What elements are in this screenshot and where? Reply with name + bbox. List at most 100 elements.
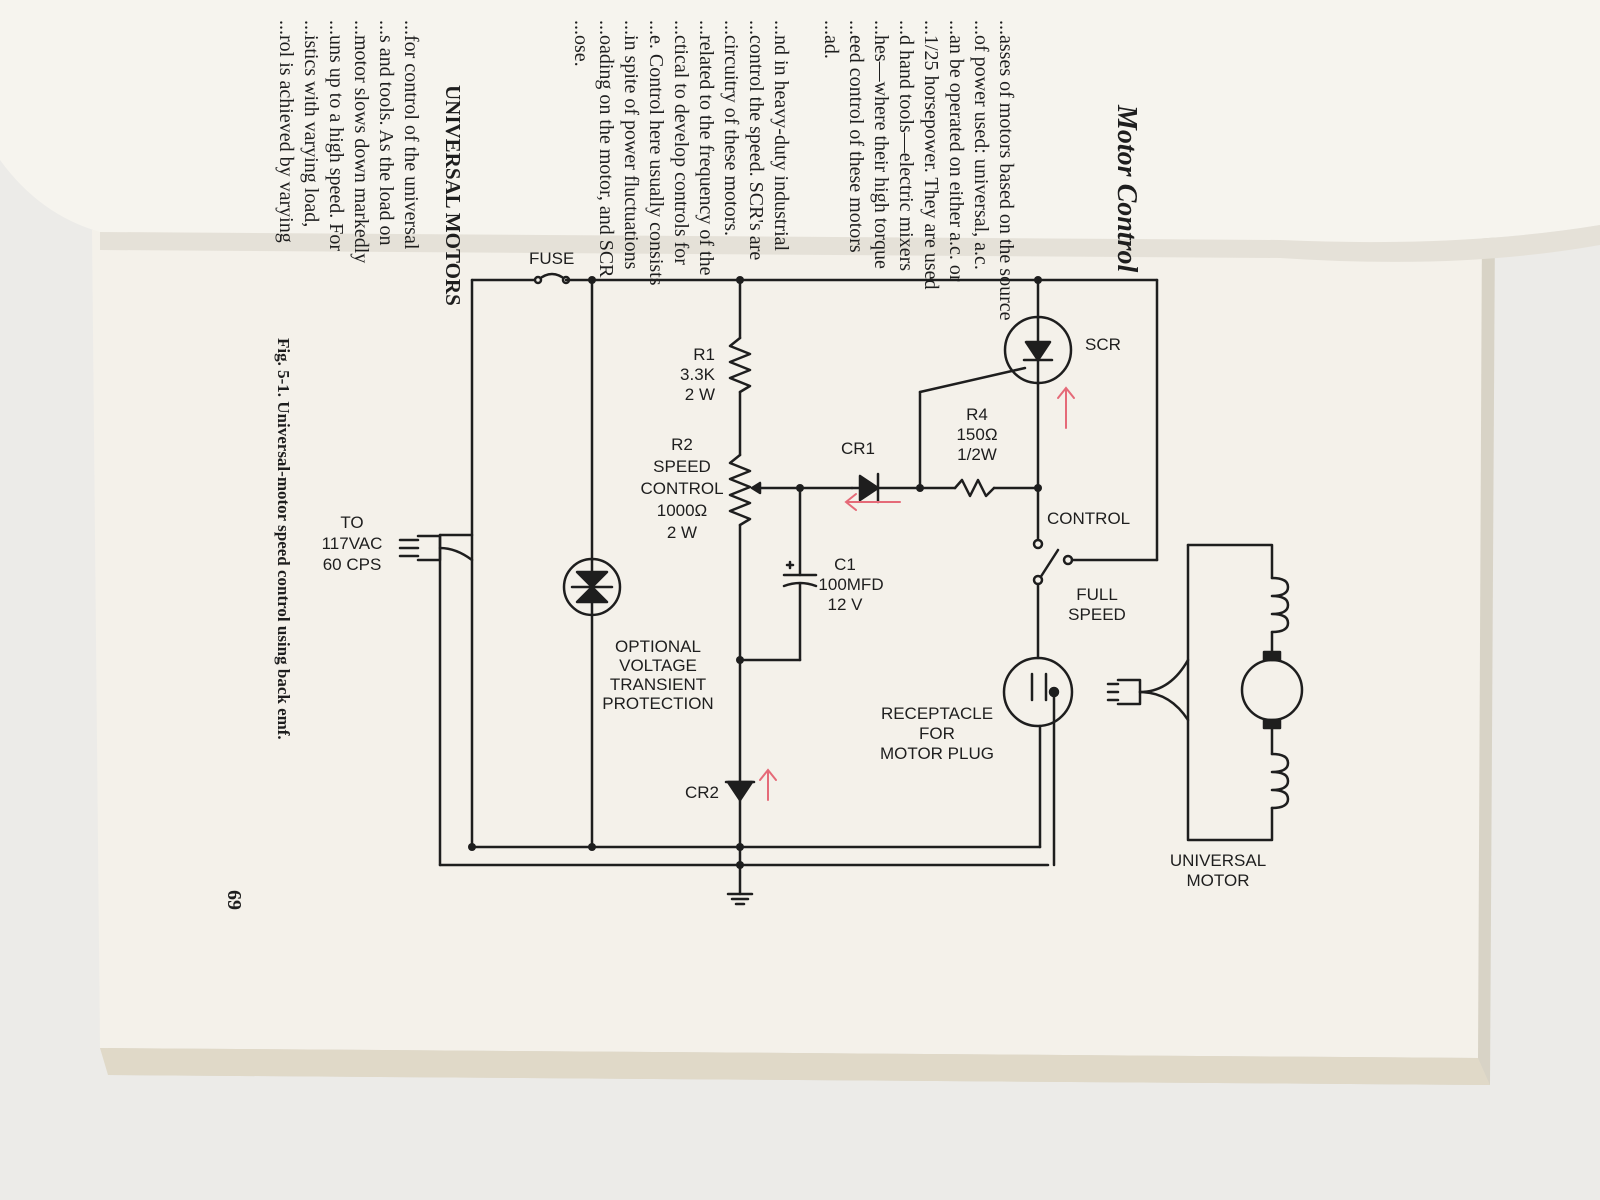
label-cr1: CR1 <box>841 439 875 458</box>
label-motor-plug: MOTOR PLUG <box>880 744 994 763</box>
label-fuse: FUSE <box>529 249 574 268</box>
label-r4-value: 150Ω <box>956 425 997 444</box>
curled-page-shadow <box>100 225 1600 262</box>
label-r2-speed: SPEED <box>653 457 711 476</box>
junction-dot <box>588 843 596 851</box>
body-line: ...eed control of these motors <box>845 20 867 253</box>
page-bottom-edge <box>100 1048 1490 1085</box>
body-line: ...asses of motors based on the source <box>995 20 1017 321</box>
motor-wire-top <box>1186 543 1274 580</box>
label-c1-voltage: 12 V <box>828 595 864 614</box>
r4-resistor <box>953 478 996 498</box>
body-line: ...1/25 horsepower. They are used <box>920 20 942 290</box>
curled-page <box>0 0 1600 243</box>
label-r1-power: 2 W <box>685 385 715 404</box>
label-r2-value: 1000Ω <box>657 501 708 520</box>
body-line: ...ctical to develop controls for <box>670 20 692 265</box>
section-line: ...istics with varying load, <box>300 20 322 227</box>
motor-wire-left <box>1186 543 1274 842</box>
label-scr: SCR <box>1085 335 1121 354</box>
section-line: ...s and tools. As the load on <box>375 20 397 246</box>
junction-dot <box>736 656 744 664</box>
junction-dot <box>468 843 476 851</box>
annotation-arrow-cr1 <box>844 493 901 511</box>
junction-dot <box>588 276 596 284</box>
section-line: ...motor slows down markedly <box>350 20 372 263</box>
body-line: ...ad. <box>820 20 842 59</box>
section-line: ...uns up to a high speed. For <box>325 20 347 251</box>
label-transient-optional: OPTIONAL <box>615 637 701 656</box>
scr-gate-lead <box>918 366 1027 394</box>
label-supply-freq: 60 CPS <box>323 555 382 574</box>
junction-dot <box>736 843 744 851</box>
page <box>92 222 1482 1058</box>
plug-cord <box>438 546 474 562</box>
section-line: ...for control of the universal <box>400 20 422 250</box>
label-supply-to: TO <box>340 513 363 532</box>
circuit-diagram <box>398 272 1304 906</box>
body-line: ...hes—where their high torque <box>870 20 892 269</box>
body-line: ...circuitry of these motors. <box>720 20 742 236</box>
junction-dot <box>736 276 744 284</box>
label-transient-voltage: VOLTAGE <box>619 656 697 675</box>
body-line: ...control the speed. SCR's are <box>745 20 767 260</box>
annotation-arrow-scr <box>1057 386 1075 429</box>
receptacle <box>1002 656 1074 728</box>
switch-lever <box>1038 548 1060 580</box>
switch-contact-control <box>1032 538 1044 550</box>
label-r4-power: 1/2W <box>957 445 997 464</box>
body-line: ...an be operated on either a.c. or <box>945 20 967 282</box>
motor-cord <box>1138 690 1190 722</box>
page-text: Motor Control UNIVERSAL MOTORS ...asses … <box>275 20 1142 321</box>
r1-resistor <box>728 336 752 394</box>
label-r1-value: 3.3K <box>680 365 716 384</box>
label-control: CONTROL <box>1047 509 1130 528</box>
label-cr2: CR2 <box>685 783 719 802</box>
body-line: ...related to the frequency of the <box>695 20 717 276</box>
label-r2-power: 2 W <box>667 523 697 542</box>
circuit-labels: FUSE R1 3.3K 2 W R2 SPEED CONTROL 1000Ω … <box>322 249 1267 890</box>
label-receptacle: RECEPTACLE <box>881 704 993 723</box>
body-line: ...in spite of power fluctuations <box>620 20 642 270</box>
label-r2-name: R2 <box>671 435 693 454</box>
label-transient-transient: TRANSIENT <box>610 675 706 694</box>
label-r2-control: CONTROL <box>640 479 723 498</box>
body-line: ...nd in heavy-duty industrial <box>770 20 792 252</box>
figure-caption: Fig. 5-1. Universal-motor speed control … <box>274 338 293 740</box>
body-line: ...d hand tools—electric mixers <box>895 20 917 271</box>
label-motor: MOTOR <box>1187 871 1250 890</box>
body-line: ...e. Control here usually consists <box>645 20 667 286</box>
transient-arrow-up <box>575 570 609 589</box>
transient-arrow-down <box>575 585 609 604</box>
junction-dot <box>796 484 804 492</box>
label-c1-name: C1 <box>834 555 856 574</box>
motor-field-coil <box>1270 576 1290 634</box>
label-r1-name: R1 <box>693 345 715 364</box>
running-head: Motor Control <box>1111 104 1142 272</box>
annotation-arrow-cr2 <box>759 768 777 801</box>
junction-dot <box>736 861 744 869</box>
pen-annotations <box>759 386 1075 801</box>
junction-dot <box>1034 484 1042 492</box>
fuse-terminal <box>533 275 543 285</box>
label-r4-name: R4 <box>966 405 988 424</box>
body-line: ...oading on the motor, and SCR <box>595 20 617 278</box>
motor-field-coil <box>1270 752 1290 810</box>
body-line: ...of power used: universal, a.c. <box>970 20 992 270</box>
label-transient-protection: PROTECTION <box>602 694 713 713</box>
section-heading: UNIVERSAL MOTORS <box>441 85 465 306</box>
label-universal: UNIVERSAL <box>1170 851 1266 870</box>
label-c1-value: 100MFD <box>818 575 883 594</box>
junction-dot <box>1034 276 1042 284</box>
junction-dot <box>916 484 924 492</box>
page-number: 69 <box>223 890 245 910</box>
label-speed: SPEED <box>1068 605 1126 624</box>
label-supply-voltage: 117VAC <box>322 534 383 553</box>
label-receptacle-for: FOR <box>919 724 955 743</box>
r2-potentiometer <box>728 453 752 527</box>
label-full: FULL <box>1076 585 1118 604</box>
section-line: ...rol is achieved by varying <box>275 20 297 243</box>
body-line: ...ose. <box>570 20 592 67</box>
motor-brush <box>1262 650 1282 662</box>
